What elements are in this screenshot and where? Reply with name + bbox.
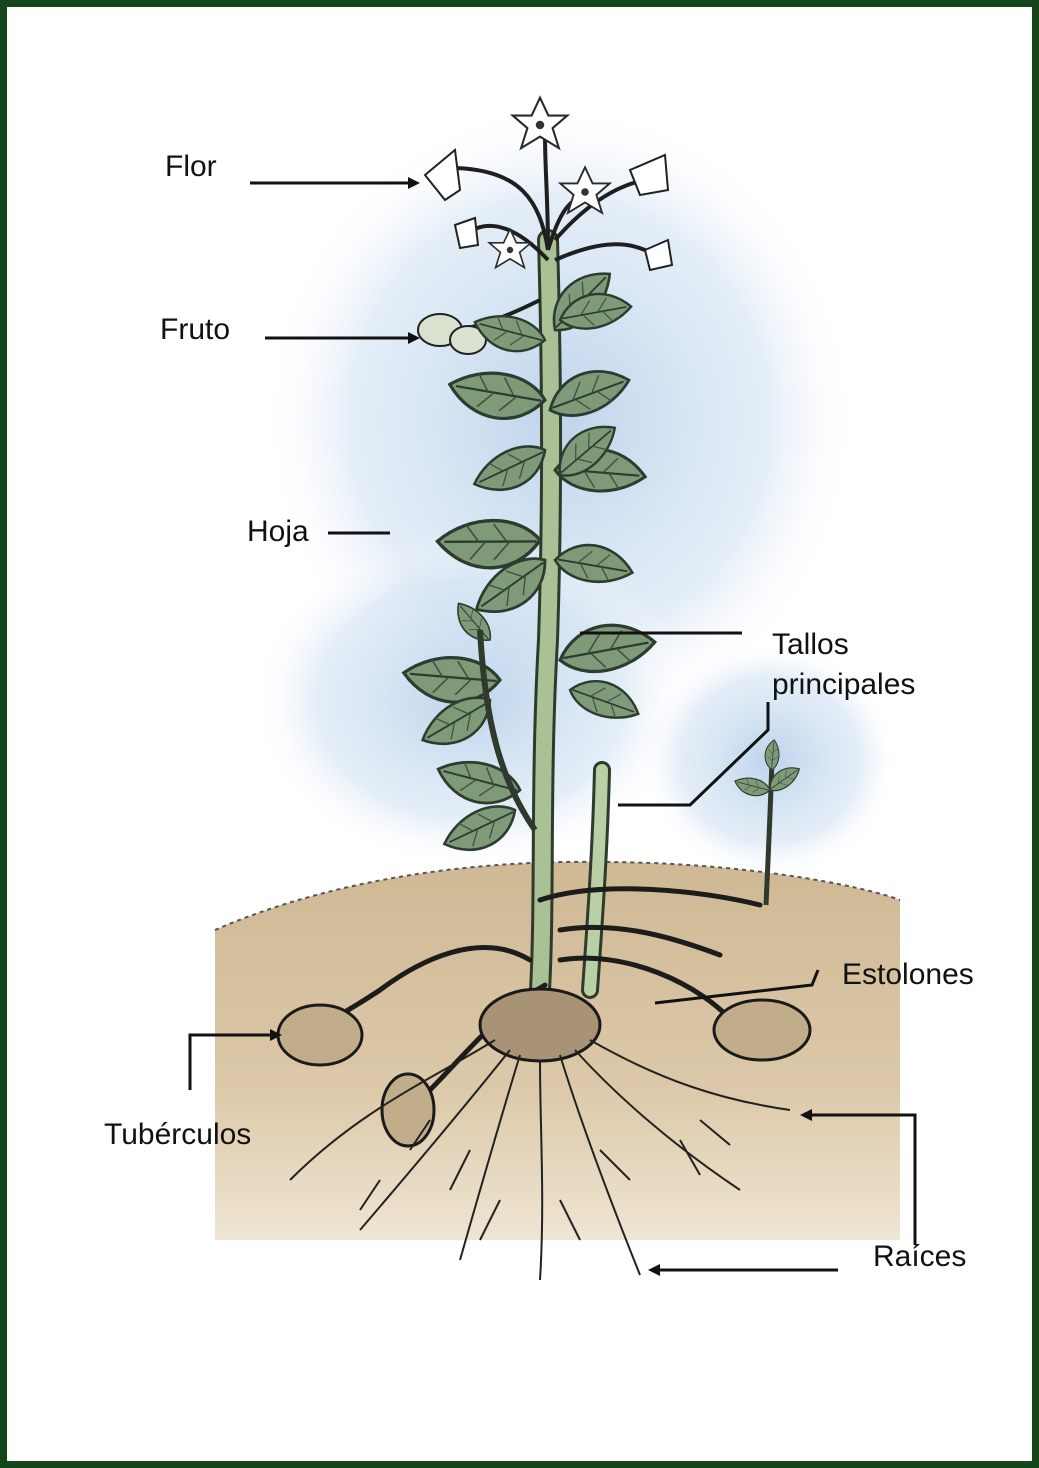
label-estolones: Estolones bbox=[842, 958, 974, 991]
label-flor: Flor bbox=[165, 150, 217, 183]
label-tallos-principales: Tallos principales bbox=[772, 625, 952, 705]
label-tuberculos: Tubérculos bbox=[104, 1118, 251, 1151]
label-hoja: Hoja bbox=[247, 515, 309, 548]
label-raices: Raíces bbox=[873, 1240, 966, 1273]
label-fruto: Fruto bbox=[160, 313, 230, 346]
